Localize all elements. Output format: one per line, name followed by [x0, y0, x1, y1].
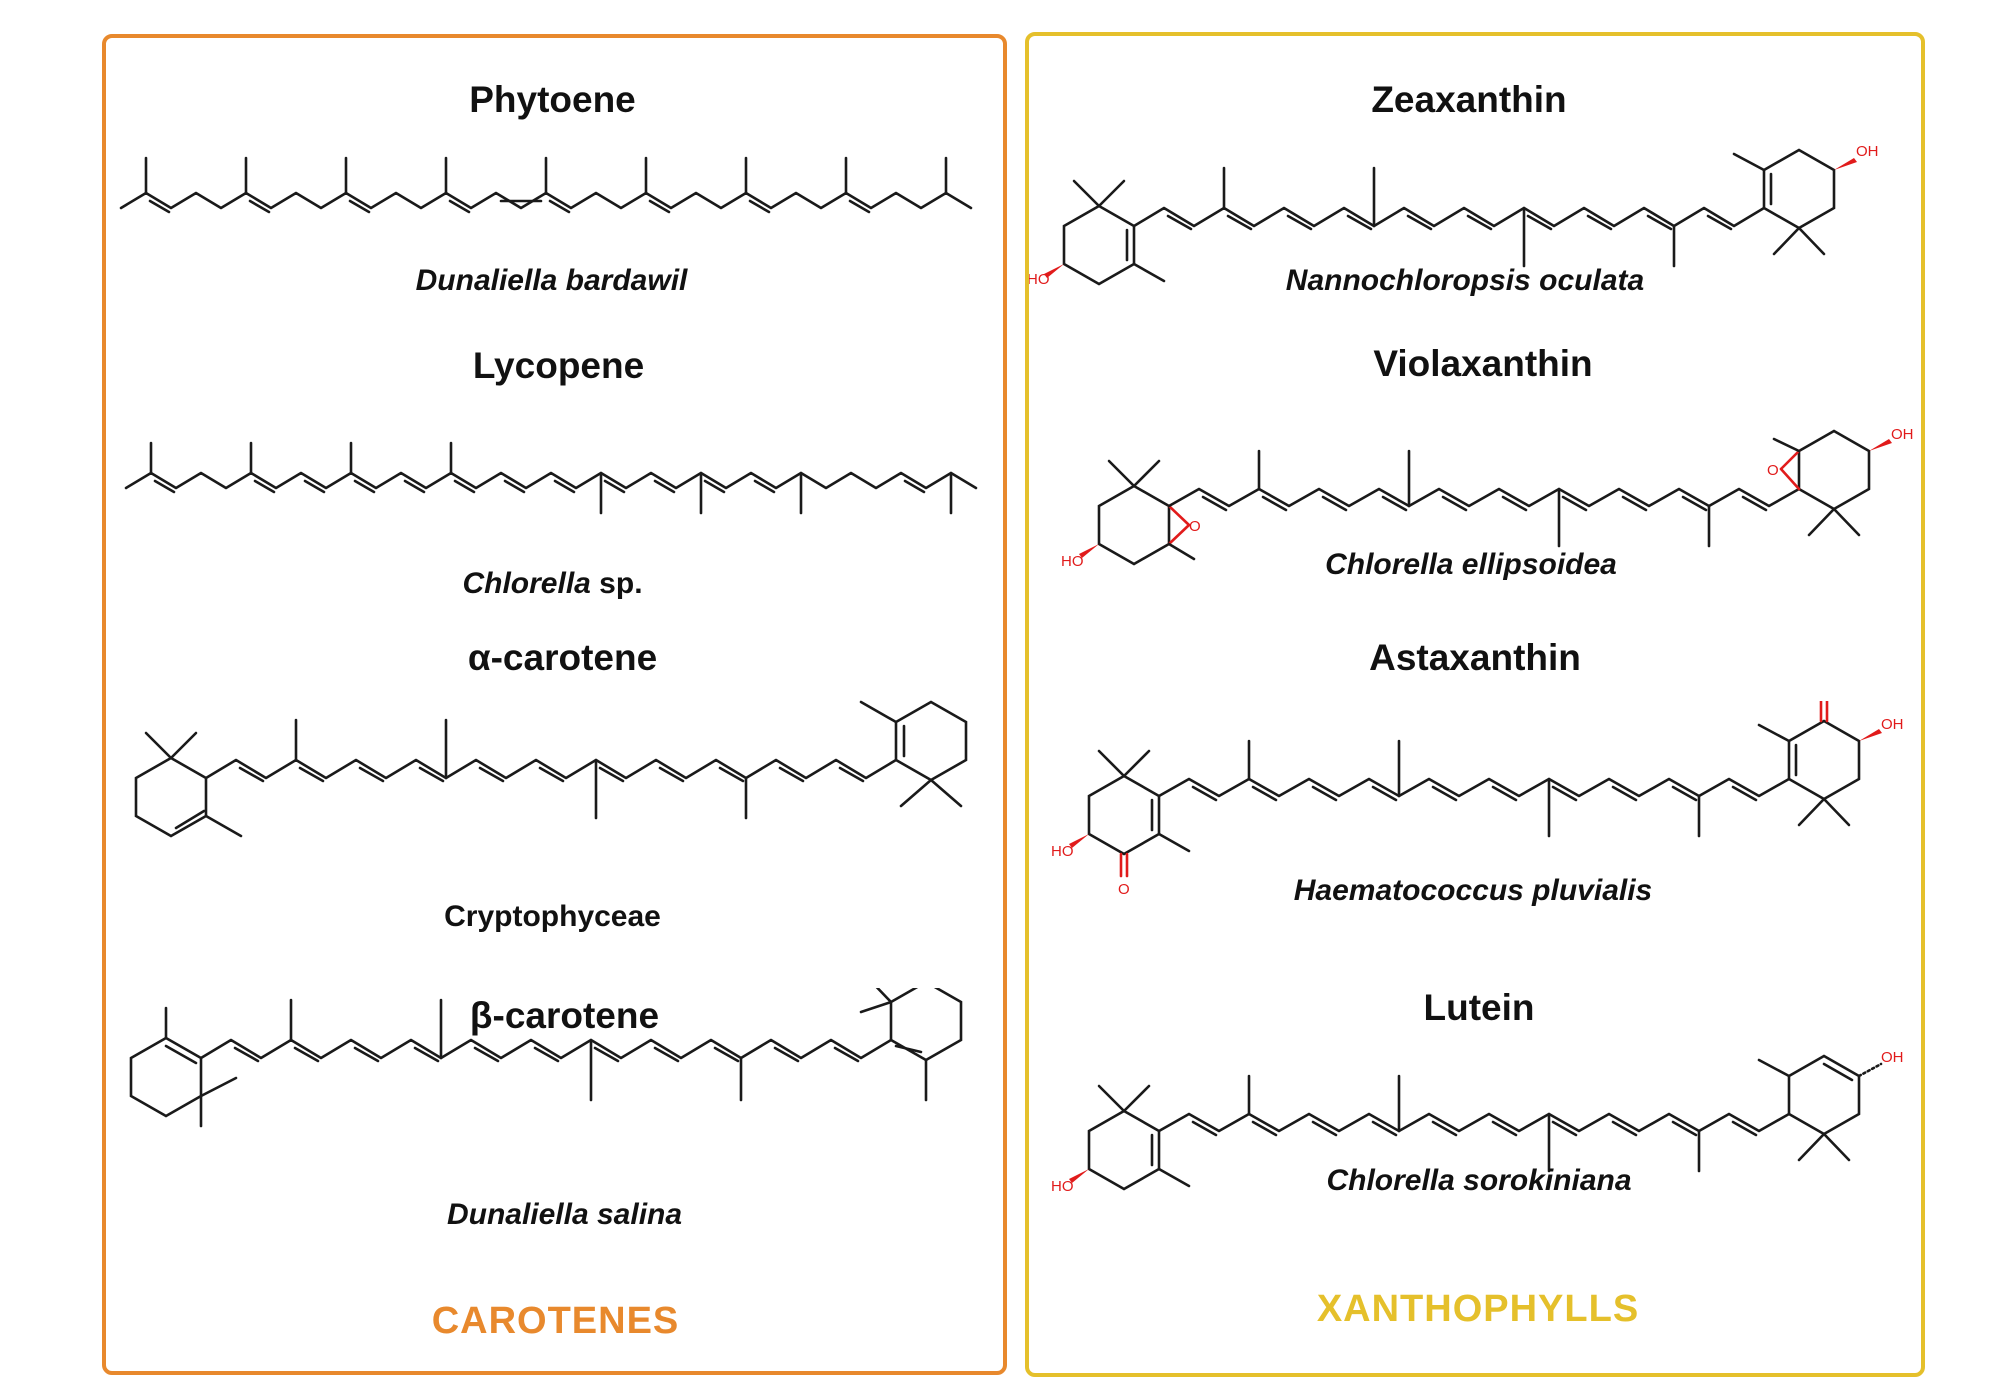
source-genus: Chlorella	[462, 567, 591, 600]
pigment-name: Violaxanthin	[1373, 343, 1593, 384]
pigment-source: Dunaliella salina	[446, 1198, 683, 1231]
hydroxyl-label: HO	[1051, 843, 1074, 860]
oxygen-label: O	[1118, 881, 1130, 898]
pigment-name: Lycopene	[472, 345, 645, 386]
alpha-carotene-structure	[134, 700, 968, 838]
source-suffix: sp.	[590, 567, 643, 600]
hydroxyl-label: HO	[1051, 1178, 1074, 1195]
pigment-source: Nannochloropsis oculata	[1285, 264, 1645, 297]
pigment-name: Phytoene	[469, 79, 636, 120]
pigment-source: Chlorella sp.	[104, 565, 1001, 603]
zeaxanthin-structure: HO OH	[1029, 143, 1879, 288]
hydroxyl-label: OH	[1856, 143, 1879, 160]
beta-carotene-structure	[129, 988, 963, 1128]
violaxanthin-structure: O HO O OH	[1061, 426, 1914, 570]
astaxanthin-structure: O HO OH	[1051, 701, 1904, 898]
class-label-carotenes: CAROTENES	[431, 1300, 680, 1342]
phytoene-structure	[119, 156, 973, 214]
pigment-source: Chlorella ellipsoidea	[1325, 548, 1617, 581]
oxygen-label: O	[1189, 518, 1201, 535]
class-label-xanthophylls: XANTHOPHYLLS	[1316, 1288, 1640, 1330]
hydroxyl-label: OH	[1891, 426, 1914, 443]
pigment-name: Zeaxanthin	[1371, 79, 1567, 120]
hydroxyl-label: OH	[1881, 1049, 1904, 1066]
lycopene-structure	[124, 441, 978, 515]
hydroxyl-label: OH	[1881, 716, 1904, 733]
pigment-source: Cryptophyceae	[444, 900, 661, 933]
pigment-source: Chlorella sorokiniana	[1326, 1164, 1632, 1197]
hydroxyl-label: HO	[1029, 271, 1050, 288]
lutein-structure: HO OH	[1051, 1049, 1904, 1195]
xanthophylls-panel: Zeaxanthin HO OH Nannochloropsis oculata…	[1025, 32, 1925, 1377]
pigment-source: Dunaliella bardawil	[415, 264, 688, 297]
pigment-name: Lutein	[1423, 987, 1535, 1028]
pigment-name: β-carotene	[469, 995, 660, 1036]
hydroxyl-label: HO	[1061, 553, 1084, 570]
pigment-name: α-carotene	[467, 637, 658, 678]
pigment-name: Astaxanthin	[1369, 637, 1581, 678]
pigment-source: Haematococcus pluvialis	[1293, 874, 1653, 907]
oxygen-label: O	[1767, 462, 1779, 479]
carotenes-panel: Phytoene Dunaliella bardawil Lycopene C	[102, 34, 1007, 1375]
